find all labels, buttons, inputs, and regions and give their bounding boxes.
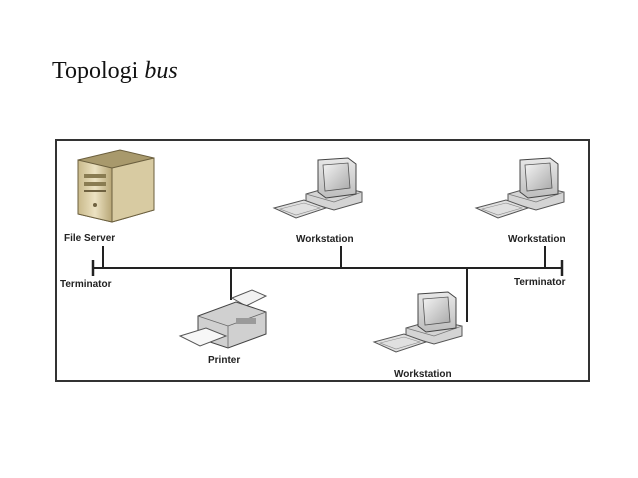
label-workstation-2: Workstation bbox=[508, 234, 566, 245]
label-workstation-3: Workstation bbox=[394, 369, 452, 380]
workstation-3-icon bbox=[373, 291, 463, 353]
printer-icon bbox=[178, 289, 268, 349]
label-printer: Printer bbox=[208, 355, 240, 366]
workstation-1-icon bbox=[273, 157, 363, 219]
slide-title-main: Topologi bbox=[52, 58, 139, 84]
label-terminator-right: Terminator bbox=[514, 277, 566, 288]
label-workstation-1: Workstation bbox=[296, 234, 354, 245]
label-file-server: File Server bbox=[64, 233, 115, 244]
slide-title-italic: bus bbox=[144, 58, 178, 84]
file-server-icon bbox=[77, 149, 155, 223]
workstation-2-icon bbox=[475, 157, 565, 219]
label-terminator-left: Terminator bbox=[60, 279, 112, 290]
slide-title: Topologi bus bbox=[52, 58, 178, 85]
